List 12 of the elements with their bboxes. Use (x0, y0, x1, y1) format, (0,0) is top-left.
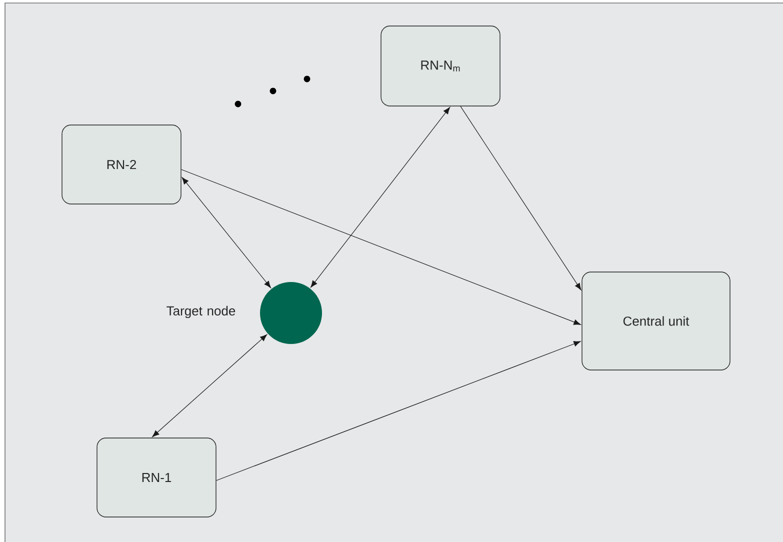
arrow (460, 106, 582, 290)
target-circle (260, 282, 322, 344)
arrow (152, 334, 268, 438)
arrow (216, 341, 581, 481)
arrow (181, 169, 581, 325)
process-box: Central unit (582, 272, 730, 370)
arrow (182, 177, 271, 288)
process-box: RN-1 (96, 438, 216, 518)
node-label: Target node (166, 306, 236, 318)
process-box: RN-2 (62, 124, 182, 204)
arrow (310, 107, 450, 288)
process-box: RN-N$_{m}$ (380, 26, 500, 106)
